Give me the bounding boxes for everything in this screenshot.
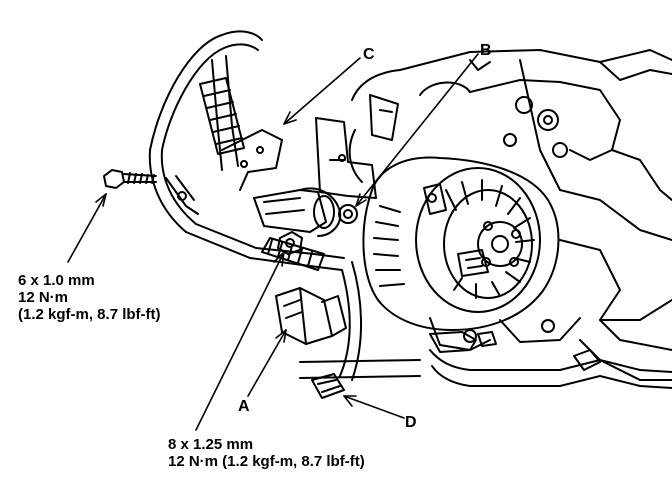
spec-bolt-6mm-torque: 12 N·m xyxy=(18,289,69,306)
connector-a xyxy=(275,287,347,345)
spec-bolt-6mm: 6 x 1.0 mm 12 N·m (1.2 kgf-m, 8.7 lbf-ft… xyxy=(18,272,161,323)
wire-harness xyxy=(148,30,362,381)
engine-block xyxy=(348,49,672,381)
callout-a: A xyxy=(238,398,250,415)
alternator xyxy=(362,156,581,351)
spec-nut-8mm-size: 8 x 1.25 mm xyxy=(168,436,254,453)
spec-nut-8mm: 8 x 1.25 mm 12 N·m (1.2 kgf-m, 8.7 lbf-f… xyxy=(168,436,365,470)
spec-bolt-6mm-size: 6 x 1.0 mm xyxy=(18,272,95,289)
callout-d: D xyxy=(405,414,417,431)
connector-d xyxy=(311,373,345,399)
spec-nut-8mm-torque: 12 N·m (1.2 kgf-m, 8.7 lbf-ft) xyxy=(168,453,365,470)
mounting-bracket xyxy=(315,117,377,199)
terminal-boot xyxy=(253,187,358,237)
callout-c: C xyxy=(363,46,375,63)
callout-b: B xyxy=(480,42,492,59)
lower-pipes xyxy=(299,331,672,389)
spec-bolt-6mm-conversion: (1.2 kgf-m, 8.7 lbf-ft) xyxy=(18,306,161,323)
nut-8mm xyxy=(277,231,303,255)
bolt-6mm xyxy=(103,169,157,189)
leader-lines[interactable] xyxy=(67,53,479,431)
